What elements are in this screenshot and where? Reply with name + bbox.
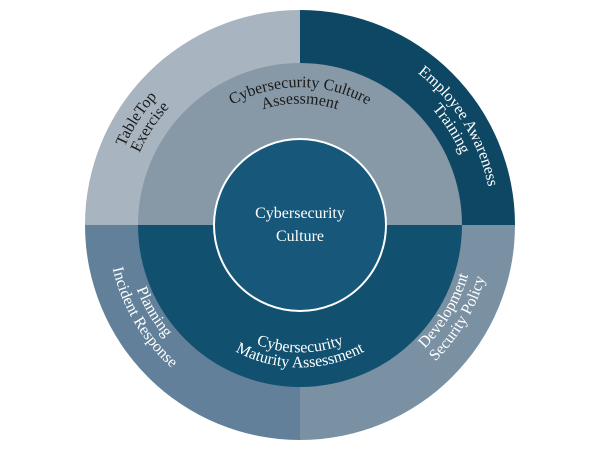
center-label-line1: Cybersecurity [255,205,345,222]
label-culture-assessment-line2: Assessment [259,91,341,114]
center-label-line2: Culture [276,228,324,245]
center-circle [213,138,387,312]
